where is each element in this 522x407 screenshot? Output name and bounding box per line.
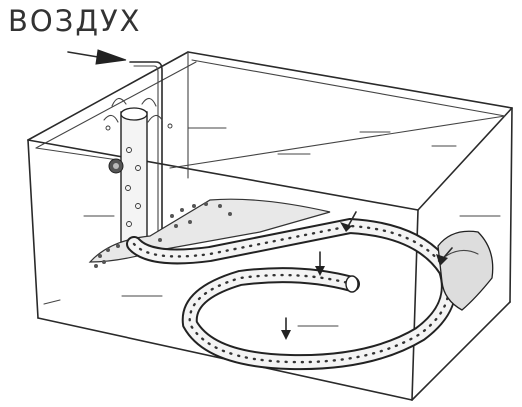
air-inflow-arrow (67, 49, 127, 65)
right-rock (437, 230, 494, 311)
flow-arrow-2 (315, 251, 325, 276)
air-stone (108, 158, 124, 174)
air-line (129, 61, 163, 233)
perforated-filter-tube (126, 217, 457, 371)
flow-arrow-1 (340, 211, 357, 232)
flow-arrows (281, 211, 453, 340)
splash (103, 97, 173, 131)
air-label: ВОЗДУХ (8, 4, 142, 38)
water-surface (35, 59, 506, 169)
flow-arrow-3 (281, 317, 291, 340)
flow-arrow-4 (436, 247, 453, 266)
uplift-tube (120, 107, 148, 243)
